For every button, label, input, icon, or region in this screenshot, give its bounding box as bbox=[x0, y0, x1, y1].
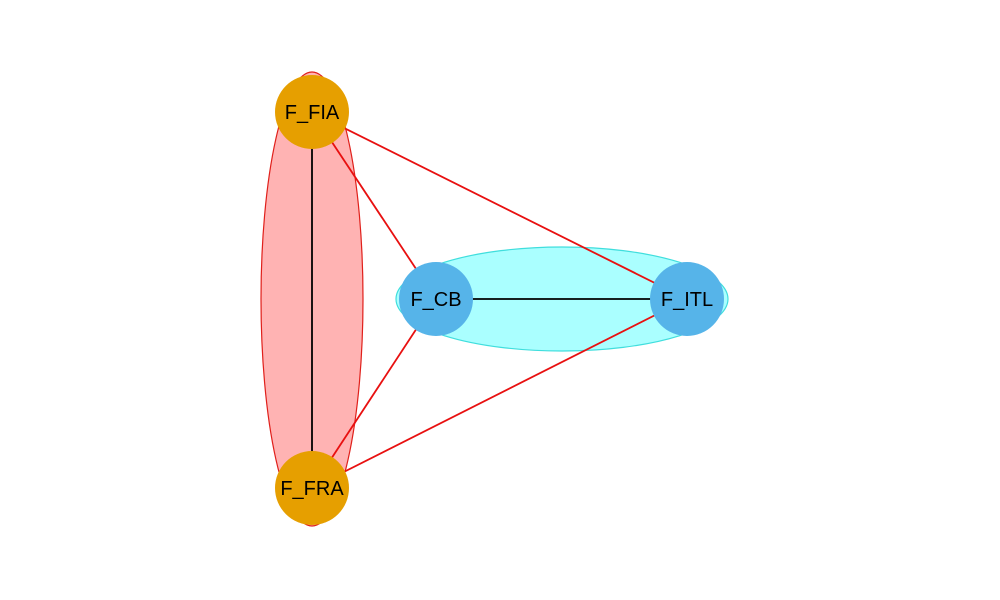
node-f-fra: F_FRA bbox=[275, 451, 349, 525]
node-label: F_FRA bbox=[280, 478, 344, 500]
node-circle bbox=[650, 262, 724, 336]
node-circle bbox=[399, 262, 473, 336]
node-circle bbox=[275, 75, 349, 149]
edge-f-fia-f-cb bbox=[311, 111, 437, 300]
edges-layer bbox=[311, 111, 688, 489]
node-label: F_CB bbox=[410, 289, 461, 311]
edge-f-fia-f-itl bbox=[311, 111, 688, 300]
edge-f-fra-f-itl bbox=[311, 298, 688, 489]
node-label: F_ITL bbox=[661, 289, 713, 311]
nodes-layer: F_FIA F_CB F_ITL F_FRA bbox=[275, 75, 724, 525]
node-f-fia: F_FIA bbox=[275, 75, 349, 149]
edge-f-fra-f-cb bbox=[311, 298, 437, 489]
node-circle bbox=[275, 451, 349, 525]
node-f-cb: F_CB bbox=[399, 262, 473, 336]
node-label: F_FIA bbox=[285, 102, 340, 124]
node-f-itl: F_ITL bbox=[650, 262, 724, 336]
